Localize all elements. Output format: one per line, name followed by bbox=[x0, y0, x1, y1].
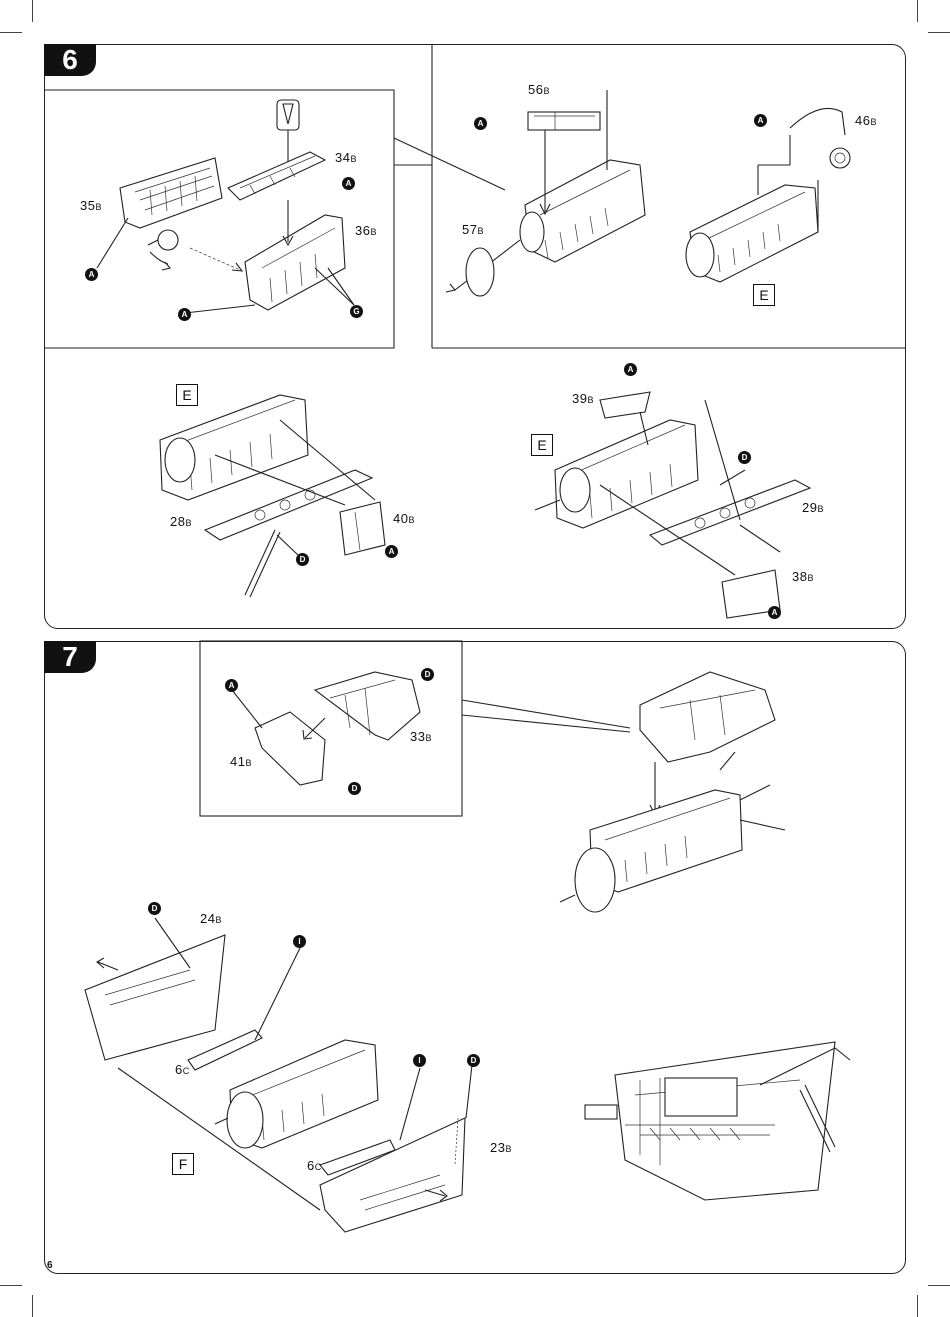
part-label-56b: 56B bbox=[528, 82, 550, 97]
marker-a: A bbox=[768, 606, 781, 619]
step-6-number: 6 bbox=[44, 44, 96, 76]
marker-d: D bbox=[148, 902, 161, 915]
part-label-35b: 35B bbox=[80, 198, 102, 213]
marker-a: A bbox=[624, 363, 637, 376]
step-7-number: 7 bbox=[44, 641, 96, 673]
part-label-6c: 6C bbox=[307, 1158, 322, 1173]
marker-a: A bbox=[474, 117, 487, 130]
part-label-38b: 38B bbox=[792, 569, 814, 584]
part-label-23b: 23B bbox=[490, 1140, 512, 1155]
crop-mark bbox=[32, 1295, 33, 1317]
marker-d: D bbox=[738, 451, 751, 464]
marker-d: D bbox=[421, 668, 434, 681]
engine-with-28b-drawing bbox=[159, 394, 386, 598]
marker-i: I bbox=[413, 1054, 426, 1067]
marker-a: A bbox=[754, 114, 767, 127]
crop-mark bbox=[32, 0, 33, 22]
marker-d: D bbox=[296, 553, 309, 566]
marker-d: D bbox=[348, 782, 361, 795]
part-36b-drawing bbox=[96, 200, 355, 314]
part-label-29b: 29B bbox=[802, 500, 824, 515]
part-label-41b: 41B bbox=[230, 754, 252, 769]
part-label-57b: 57B bbox=[462, 222, 484, 237]
marker-a: A bbox=[178, 308, 191, 321]
step-6-panel bbox=[44, 44, 906, 629]
part-label-40b: 40B bbox=[393, 511, 415, 526]
marker-a: A bbox=[85, 268, 98, 281]
marker-d: D bbox=[467, 1054, 480, 1067]
part-label-39b: 39B bbox=[572, 391, 594, 406]
step-7-inset bbox=[199, 640, 631, 817]
marker-a: A bbox=[385, 545, 398, 558]
step-7-completed-drawing bbox=[584, 1041, 851, 1201]
subassembly-label-e: E bbox=[176, 384, 198, 406]
subassembly-label-e: E bbox=[753, 284, 775, 306]
part-label-28b: 28B bbox=[170, 514, 192, 529]
marker-i: I bbox=[293, 935, 306, 948]
part-34b-drawing bbox=[227, 99, 327, 201]
part-label-46b: 46B bbox=[855, 113, 877, 128]
subassembly-label-e: E bbox=[531, 434, 553, 456]
crop-mark bbox=[917, 0, 918, 22]
page-number: 6 bbox=[47, 1260, 53, 1271]
engine-with-29b-drawing bbox=[534, 391, 812, 619]
marker-a: A bbox=[342, 177, 355, 190]
engine-front-drawing bbox=[445, 90, 646, 297]
step-7-engine-drawing bbox=[559, 671, 786, 913]
part-label-34b: 34B bbox=[335, 150, 357, 165]
crop-mark bbox=[0, 32, 22, 33]
crop-mark bbox=[917, 1295, 918, 1317]
part-label-36b: 36B bbox=[355, 223, 377, 238]
crop-mark bbox=[928, 32, 950, 33]
part-label-24b: 24B bbox=[200, 911, 222, 926]
marker-g: G bbox=[350, 305, 363, 318]
part-35b-drawing bbox=[119, 157, 223, 271]
part-label-6c: 6C bbox=[175, 1062, 190, 1077]
subassembly-label-f: F bbox=[172, 1153, 194, 1175]
engine-e-subassembly-drawing bbox=[685, 107, 851, 283]
step-6-dividers bbox=[44, 44, 906, 349]
part-label-33b: 33B bbox=[410, 729, 432, 744]
marker-a: A bbox=[225, 679, 238, 692]
step-7-cowling-assembly bbox=[84, 917, 473, 1233]
crop-mark bbox=[0, 1285, 22, 1286]
crop-mark bbox=[928, 1285, 950, 1286]
